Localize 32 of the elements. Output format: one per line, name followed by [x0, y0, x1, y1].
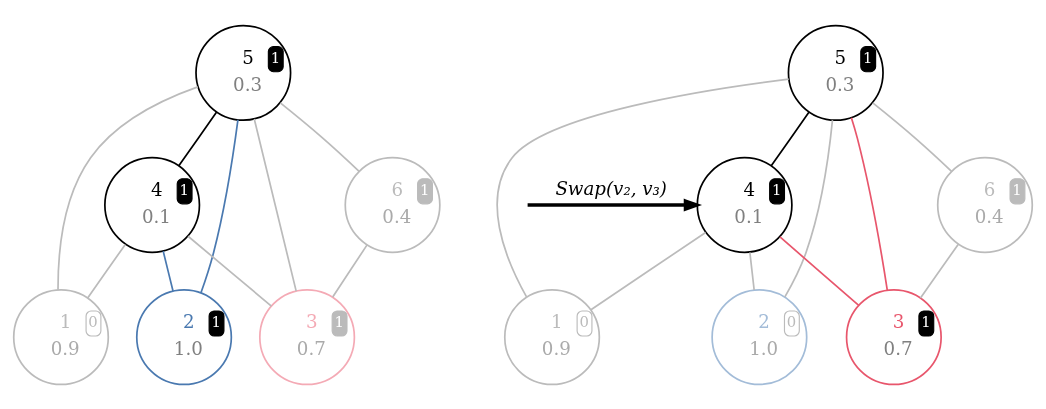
node-circle: 5 1 0.3 [195, 24, 292, 121]
connector [187, 234, 273, 307]
node-circle: 2 1 1.0 [135, 288, 233, 385]
edge-label: Swap(v₂, v₃) [555, 177, 667, 199]
node-circle: 4 1 0.1 [104, 156, 201, 253]
connector [590, 231, 707, 311]
connector [784, 118, 834, 298]
connector [279, 101, 360, 172]
connector [162, 249, 174, 292]
connector [871, 101, 953, 172]
node-circle: 6 1 0.4 [936, 156, 1034, 253]
node-circle: 4 1 0.1 [696, 156, 793, 253]
node-circle: 3 1 0.7 [258, 288, 356, 385]
connector [749, 250, 755, 291]
node-circle: 3 1 0.7 [845, 288, 942, 385]
connector [57, 85, 199, 291]
node-circle: 1 0 0.9 [503, 288, 601, 385]
connector [850, 116, 889, 291]
connector [496, 77, 790, 298]
connector [253, 117, 298, 292]
connector [770, 110, 810, 167]
node-circle: 1 0 0.9 [12, 288, 110, 385]
connector [919, 243, 959, 299]
node-circle: 6 1 0.4 [344, 156, 441, 253]
connector [177, 110, 218, 167]
node-circle: 5 1 0.3 [787, 24, 884, 121]
connector [779, 235, 860, 306]
node-circle: 2 0 1.0 [711, 288, 808, 385]
arrow [527, 198, 702, 211]
connector [331, 243, 368, 298]
connector [200, 118, 239, 293]
connector [86, 243, 127, 299]
